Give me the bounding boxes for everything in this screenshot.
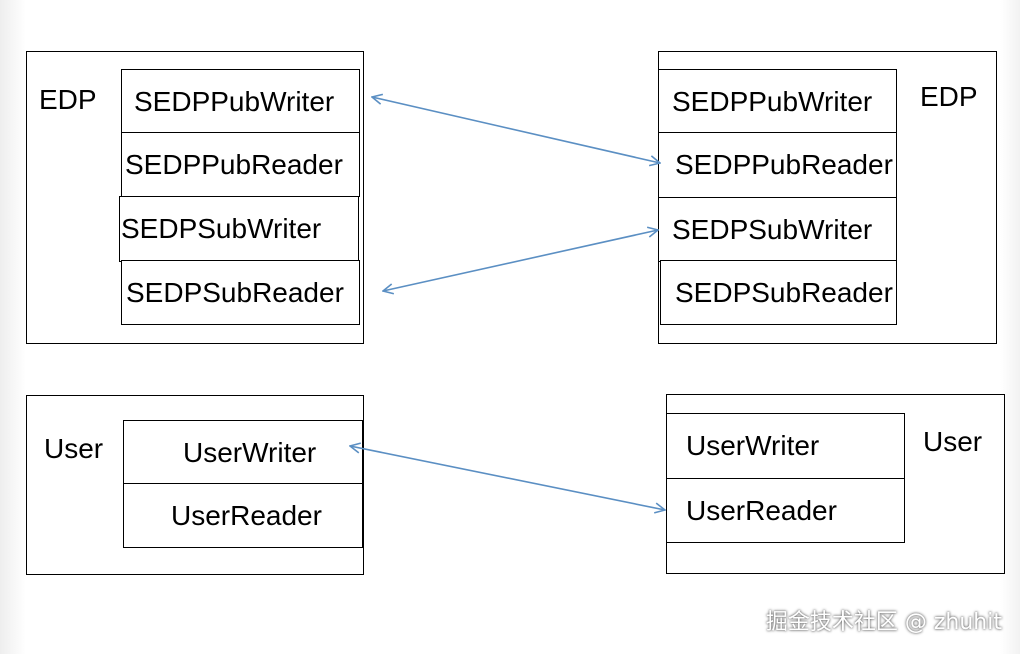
right-user-reader-label: UserReader — [686, 494, 837, 526]
right-sedp-pub-reader: SEDPPubReader — [658, 132, 897, 198]
right-sedp-pub-writer: SEDPPubWriter — [658, 69, 897, 134]
right-sedp-sub-writer: SEDPSubWriter — [658, 197, 897, 262]
right-sedp-sub-reader-label: SEDPSubReader — [675, 276, 893, 308]
left-sedp-pub-reader: SEDPPubReader — [121, 132, 360, 197]
right-user-writer-label: UserWriter — [686, 430, 820, 461]
left-edp-label: EDP — [39, 84, 97, 115]
right-edp-label: EDP — [920, 81, 978, 112]
left-sedp-sub-reader: SEDPSubReader — [121, 260, 360, 325]
arrow-subreader-subwriter — [383, 230, 658, 291]
left-edp-box: EDP — [26, 51, 364, 344]
left-user-reader-label: UserReader — [171, 499, 322, 531]
left-sedp-sub-reader-label: SEDPSubReader — [126, 276, 344, 308]
right-sedp-pub-reader-label: SEDPPubReader — [675, 149, 893, 180]
left-sedp-sub-writer-label: SEDPSubWriter — [121, 213, 322, 244]
right-sedp-pub-writer-label: SEDPPubWriter — [672, 85, 873, 117]
left-sedp-pub-writer: SEDPPubWriter — [121, 69, 360, 134]
left-sedp-pub-reader-label: SEDPPubReader — [125, 148, 343, 180]
left-user-reader: UserReader — [123, 483, 363, 548]
left-user-writer-label: UserWriter — [183, 436, 317, 468]
left-user-label: User — [44, 433, 104, 464]
right-user-label: User — [923, 426, 983, 457]
arrow-pubwriter-pubreader — [372, 97, 660, 163]
right-sedp-sub-reader: SEDPSubReader — [660, 260, 897, 325]
right-user-reader: UserReader — [666, 478, 905, 543]
left-user-box: User — [26, 395, 364, 575]
watermark: 掘金技术社区 @ zhuhit — [765, 610, 1002, 635]
left-user-writer: UserWriter — [123, 420, 363, 485]
left-sedp-pub-writer-label: SEDPPubWriter — [134, 85, 335, 117]
arrow-userwriter-userreader — [350, 446, 665, 510]
right-sedp-sub-writer-label: SEDPSubWriter — [672, 213, 873, 245]
